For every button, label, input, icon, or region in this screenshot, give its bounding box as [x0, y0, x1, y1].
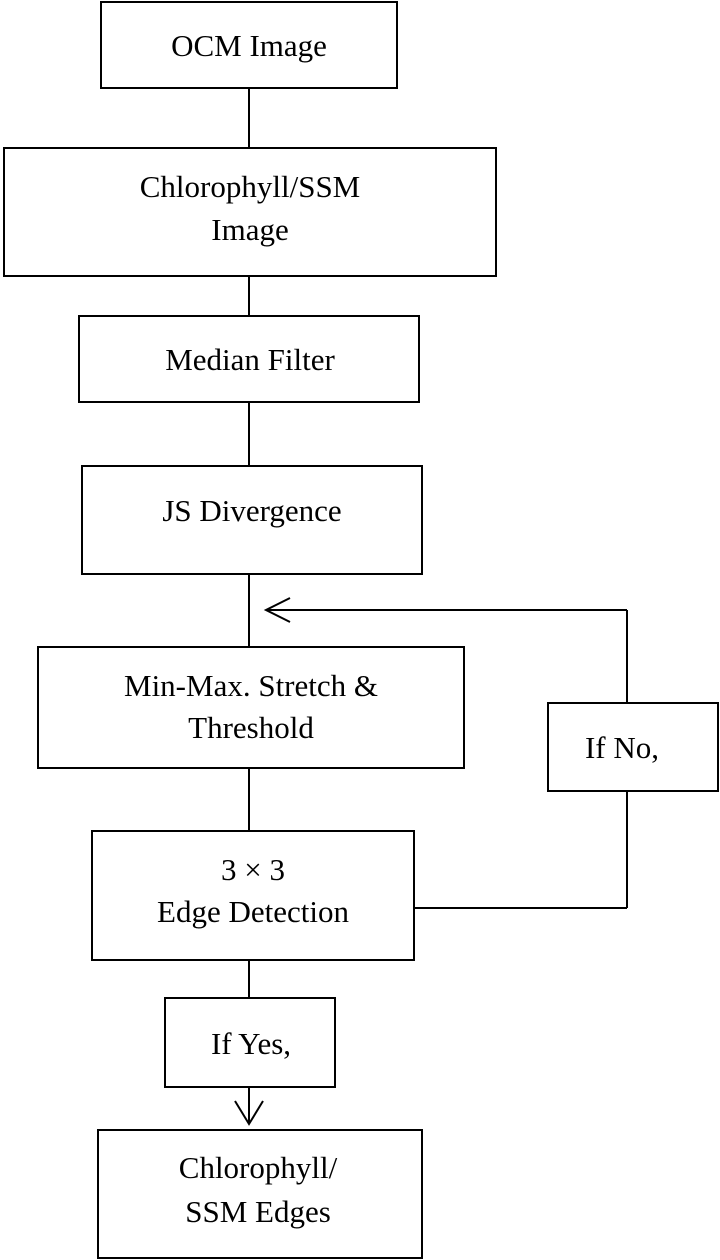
node-js-divergence-label: JS Divergence	[162, 493, 341, 528]
node-min-max-stretch-label-1: Min-Max. Stretch &	[124, 668, 378, 703]
node-min-max-stretch-label-2: Threshold	[188, 710, 314, 745]
node-chlorophyll-ssm-edges-label-1: Chlorophyll/	[179, 1150, 338, 1185]
node-ocm-image: OCM Image	[100, 1, 398, 89]
node-ocm-image-label: OCM Image	[171, 28, 327, 63]
node-js-divergence: JS Divergence	[81, 465, 423, 575]
node-chlorophyll-ssm-edges: Chlorophyll/ SSM Edges	[97, 1129, 423, 1259]
node-if-no: If No,	[547, 702, 719, 792]
node-chlorophyll-ssm-image-label-2: Image	[211, 212, 288, 247]
node-median-filter: Median Filter	[78, 315, 420, 403]
node-edge-detection-label-1: 3 × 3	[221, 852, 285, 887]
node-if-yes: If Yes,	[164, 997, 336, 1088]
node-chlorophyll-ssm-image-label-1: Chlorophyll/SSM	[140, 169, 361, 204]
node-min-max-stretch: Min-Max. Stretch & Threshold	[37, 646, 465, 769]
node-median-filter-label: Median Filter	[165, 342, 335, 377]
node-edge-detection-label-2: Edge Detection	[157, 894, 349, 929]
node-if-no-label: If No,	[585, 730, 659, 765]
node-chlorophyll-ssm-image: Chlorophyll/SSM Image	[3, 147, 497, 277]
node-chlorophyll-ssm-edges-label-2: SSM Edges	[185, 1194, 331, 1229]
arrowhead-left-icon	[263, 597, 291, 623]
arrowhead-down-icon	[234, 1100, 264, 1126]
node-edge-detection: 3 × 3 Edge Detection	[91, 830, 415, 961]
node-if-yes-label: If Yes,	[211, 1026, 291, 1061]
